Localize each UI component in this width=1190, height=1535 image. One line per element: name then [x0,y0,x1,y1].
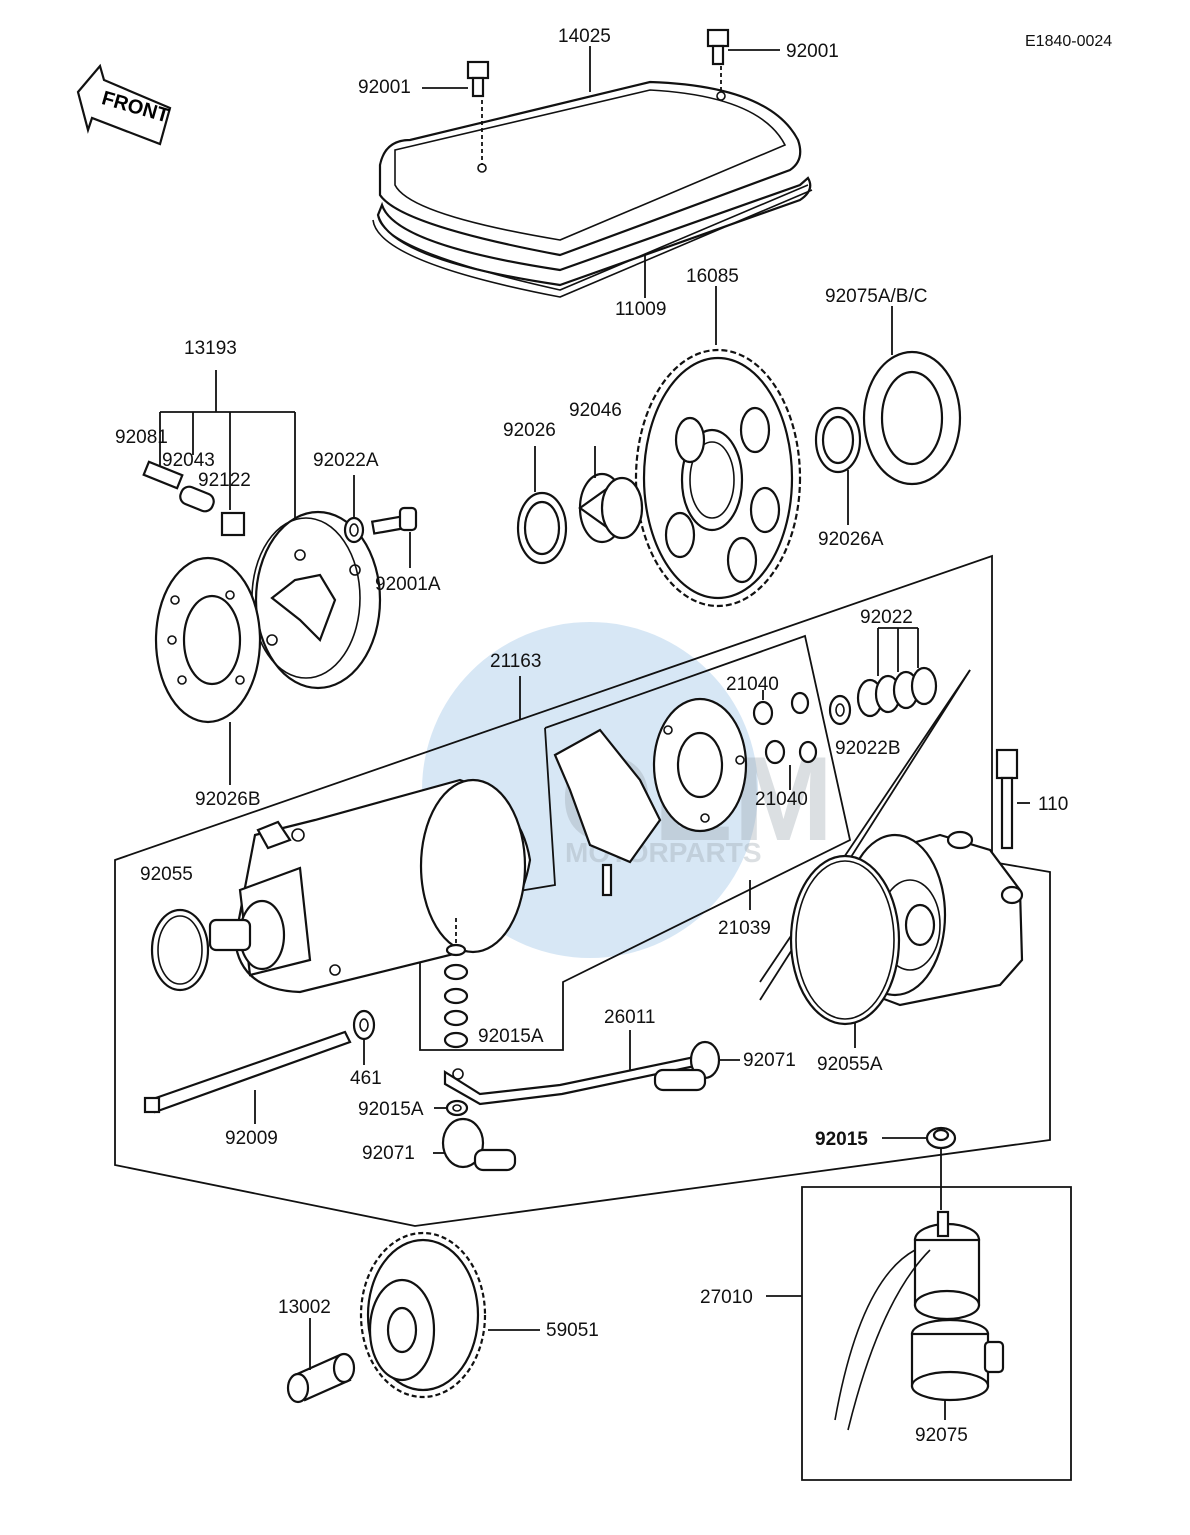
gear-59051 [359,1231,487,1399]
label-92022B: 92022B [835,738,901,759]
o-ring-92055 [150,908,210,992]
label-26011: 26011 [604,1007,655,1028]
label-21163: 21163 [490,651,541,672]
bushing-13002 [286,1352,356,1404]
label-92122: 92122 [198,470,251,491]
label-11009: 11009 [615,299,666,320]
washer-92022A [343,516,365,544]
label-59051: 59051 [546,1320,599,1341]
label-92026: 92026 [503,420,556,441]
bushing-21040-bot [764,691,818,765]
washers-92022 [856,666,938,718]
brush-holder [553,728,662,897]
roller-92122 [220,511,246,537]
label-92055: 92055 [140,864,193,885]
label-92081: 92081 [115,427,168,448]
diagram-code: E1840-0024 [1025,33,1112,50]
label-14025: 14025 [558,26,611,47]
o-ring-92055A [789,854,901,1026]
label-92026B: 92026B [195,789,261,810]
label-92001A: 92001A [375,574,441,595]
label-13002: 13002 [278,1297,331,1318]
cover-92075 [910,1318,1005,1402]
solenoid-27010 [834,1210,981,1431]
bolt-92001A [370,506,418,535]
boot-92071-left [441,1117,517,1172]
boot-92071-right [653,1040,721,1092]
label-92075: 92075 [915,1425,968,1446]
bolt-92001-right [706,28,730,66]
label-92043: 92043 [162,450,215,471]
bolt-92001-left [466,60,490,98]
clutch-13193 [251,510,382,690]
gear-16085 [634,348,802,608]
label-27010: 27010 [700,1287,753,1308]
washer-92075abc [862,350,962,486]
label-92022: 92022 [860,607,913,628]
label-110: 110 [1038,794,1068,815]
plate-92026B [154,556,262,724]
label-92046: 92046 [569,400,622,421]
bolt-110 [995,748,1019,850]
label-92015A-top: 92015A [478,1026,544,1047]
label-92071-left: 92071 [362,1143,415,1164]
label-16085: 16085 [686,266,739,287]
label-92009: 92009 [225,1128,278,1149]
end-plate [652,697,748,833]
nut-92015A-lower [445,1099,469,1117]
pin-92043 [179,485,215,513]
label-92071-right: 92071 [743,1050,796,1071]
label-21040-bot: 21040 [755,789,808,810]
label-92022A: 92022A [313,450,379,471]
bearing-92046 [578,472,644,544]
label-92055A: 92055A [817,1054,883,1075]
washer-92026 [516,491,568,565]
washer-461 [352,1009,376,1041]
label-461: 461 [350,1068,382,1089]
spring-92081 [142,460,184,490]
starter-motor-21163 [208,778,532,994]
cover-14025 [376,80,812,287]
washer-92022B [828,694,852,726]
washer-92026A [814,406,862,474]
label-21039: 21039 [718,918,771,939]
bolt-92009 [143,1030,352,1114]
label-13193: 13193 [184,338,237,359]
label-92015A-bot: 92015A [358,1099,424,1120]
label-21040-top: 21040 [726,674,779,695]
label-92026A: 92026A [818,529,884,550]
nut-stack-92015A [443,943,469,1049]
bushing-21040-top [752,700,774,726]
gasket-11009 [372,184,813,298]
label-92015: 92015 [815,1129,868,1150]
label-92075abc: 92075A/B/C [825,286,927,307]
nut-92015 [925,1126,957,1150]
label-92001-left: 92001 [358,77,411,98]
front-arrow-icon: FRONT [76,63,172,146]
label-92001-right: 92001 [786,41,839,62]
